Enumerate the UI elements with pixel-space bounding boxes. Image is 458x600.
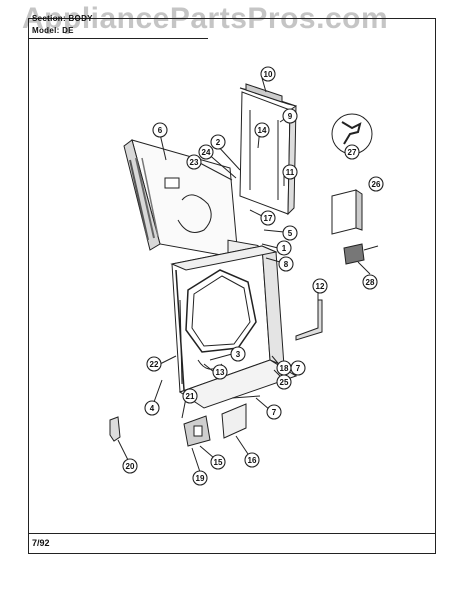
callout-25: 25 (276, 374, 292, 390)
callout-2: 2 (210, 134, 226, 150)
base-rail (178, 359, 298, 409)
svg-text:18: 18 (280, 364, 289, 373)
callout-22: 22 (146, 356, 162, 372)
svg-text:12: 12 (316, 282, 325, 291)
svg-text:15: 15 (214, 458, 223, 467)
diagram-frame (28, 18, 436, 554)
svg-text:7: 7 (296, 364, 301, 373)
door-hinge (109, 416, 121, 442)
callout-label: 6 (158, 126, 163, 135)
callout-13: 13 (212, 364, 228, 380)
section-title: Section: BODY (32, 14, 93, 23)
svg-text:9: 9 (288, 112, 293, 121)
svg-text:19: 19 (196, 474, 205, 483)
svg-text:25: 25 (280, 378, 289, 387)
switch-part (343, 243, 379, 265)
svg-text:22: 22 (150, 360, 159, 369)
callout-19: 19 (192, 470, 208, 486)
callout-16: 16 (244, 452, 260, 468)
svg-text:28: 28 (366, 278, 375, 287)
svg-text:11: 11 (286, 168, 295, 177)
footer-divider (28, 533, 436, 534)
svg-text:8: 8 (284, 260, 289, 269)
callout-15: 15 (210, 454, 226, 470)
svg-text:3: 3 (236, 350, 241, 359)
callout-26: 26 (368, 176, 384, 192)
svg-text:14: 14 (258, 126, 267, 135)
upper-rear-panel (239, 87, 297, 216)
callout-6: 6 (152, 122, 168, 138)
svg-text:7: 7 (272, 408, 277, 417)
callout-4: 4 (144, 400, 160, 416)
svg-text:16: 16 (248, 456, 257, 465)
front-frame (170, 245, 285, 393)
callout-11: 11 (282, 164, 298, 180)
control-box (331, 189, 363, 235)
callout-14: 14 (254, 122, 270, 138)
callout-7b: 7 (266, 404, 282, 420)
callout-17: 17 (260, 210, 276, 226)
svg-text:1: 1 (282, 244, 287, 253)
callout-23: 23 (186, 154, 202, 170)
svg-text:10: 10 (264, 70, 273, 79)
callout-20: 20 (122, 458, 138, 474)
callout-18: 18 (276, 360, 292, 376)
svg-text:2: 2 (216, 138, 221, 147)
svg-text:4: 4 (150, 404, 155, 413)
top-bracket (245, 83, 283, 103)
callout-3: 3 (230, 346, 246, 362)
svg-text:20: 20 (126, 462, 135, 471)
svg-text:13: 13 (216, 368, 225, 377)
callout-27: 27 (344, 144, 360, 160)
callout-12: 12 (312, 278, 328, 294)
svg-text:26: 26 (372, 180, 381, 189)
model-title: Model: DE (32, 26, 74, 35)
back-panel (123, 139, 239, 259)
svg-text:24: 24 (202, 148, 211, 157)
callout-5: 5 (282, 225, 298, 241)
svg-text:17: 17 (264, 214, 273, 223)
lower-bracket (221, 403, 247, 439)
callout-7a: 7 (290, 360, 306, 376)
callout-21: 21 (182, 388, 198, 404)
svg-text:5: 5 (288, 229, 293, 238)
header-divider (28, 38, 208, 39)
callout-24: 24 (198, 144, 214, 160)
drive-motor (183, 415, 211, 447)
callout-28: 28 (362, 274, 378, 290)
svg-text:23: 23 (190, 158, 199, 167)
callout-8: 8 (278, 256, 294, 272)
footer-date: 7/92 (32, 538, 50, 548)
callout-10: 10 (260, 66, 276, 82)
side-bracket (295, 299, 323, 341)
svg-text:27: 27 (348, 148, 357, 157)
callout-1: 1 (276, 240, 292, 256)
callout-9: 9 (282, 108, 298, 124)
svg-text:21: 21 (186, 392, 195, 401)
